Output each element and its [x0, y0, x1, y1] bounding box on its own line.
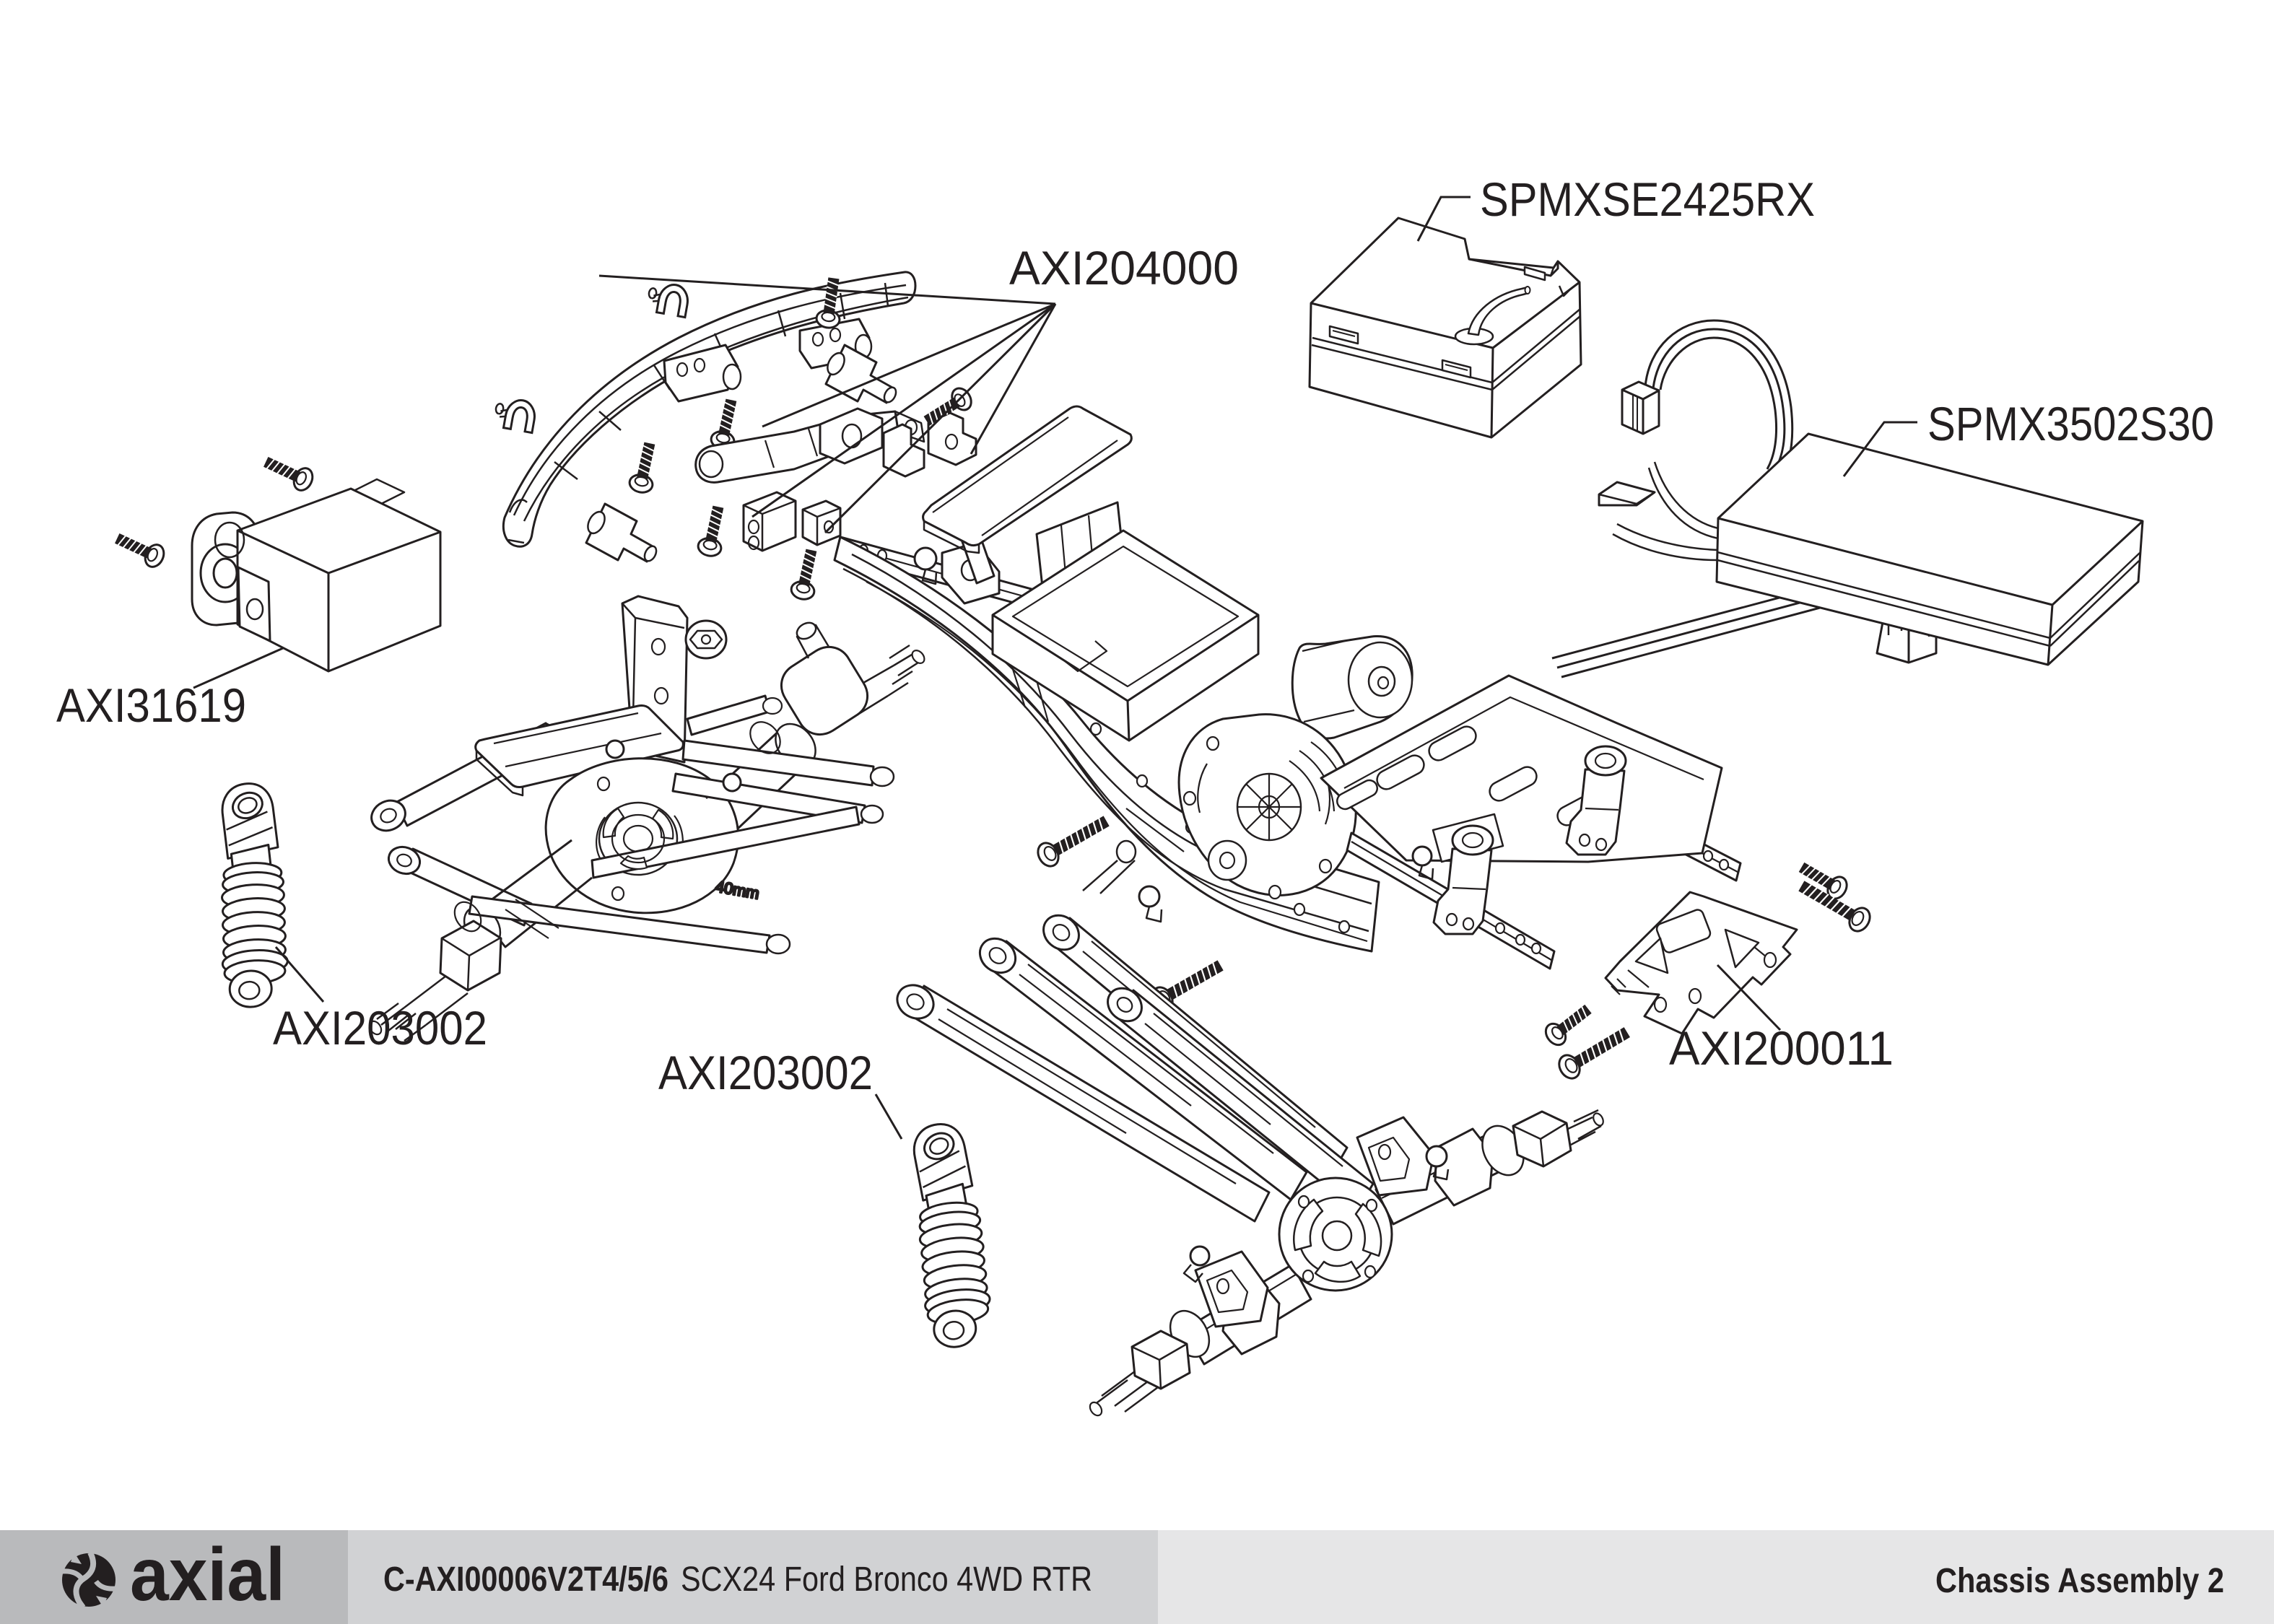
- svg-text:AXI204000: AXI204000: [1009, 241, 1239, 294]
- svg-text:axial: axial: [130, 1533, 285, 1617]
- svg-text:AXI203002: AXI203002: [658, 1046, 873, 1099]
- svg-text:Chassis Assembly 2: Chassis Assembly 2: [1935, 1562, 2224, 1600]
- svg-text:SPMXSE2425RX: SPMXSE2425RX: [1480, 173, 1815, 226]
- svg-text:AXI31619: AXI31619: [56, 678, 246, 732]
- svg-text:SPMX3502S30: SPMX3502S30: [1927, 397, 2214, 450]
- svg-text:AXI203002: AXI203002: [273, 1001, 487, 1055]
- svg-text:AXI200011: AXI200011: [1669, 1021, 1894, 1075]
